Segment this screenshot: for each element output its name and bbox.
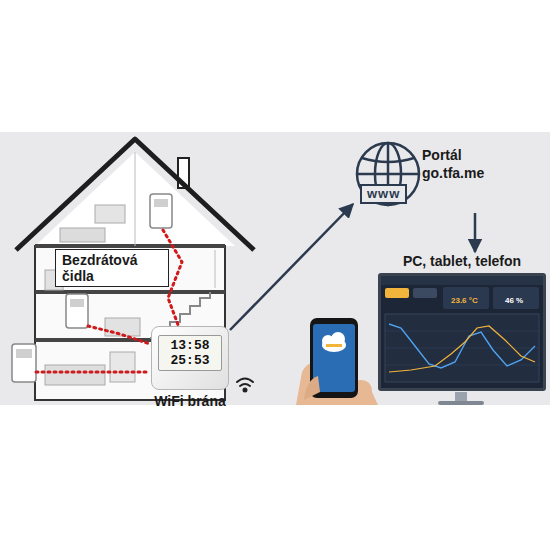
screen-value: 46 % xyxy=(505,296,523,306)
wifi-icon xyxy=(237,379,253,392)
background-band xyxy=(0,132,550,405)
www-box: www xyxy=(360,184,407,204)
lcd-display: 13:5825:53 xyxy=(158,335,222,371)
monitor-screen: 23.6 °C 46 % xyxy=(378,273,546,391)
portal-label: Portál go.tfa.me xyxy=(422,146,518,182)
phone xyxy=(296,318,378,405)
display-reading: 25:53 xyxy=(159,353,221,368)
screen-value: 23.6 °C xyxy=(451,296,478,306)
device-label: PC, tablet, telefon xyxy=(378,253,546,270)
gateway-label: WiFi brána xyxy=(146,393,234,410)
display-reading: 13:58 xyxy=(159,338,221,353)
monitor-stand xyxy=(438,392,484,405)
label-text: Bezdrátová čidla xyxy=(62,252,162,284)
house xyxy=(12,139,254,400)
gateway-cube: 13:5825:53 xyxy=(151,326,229,390)
chart-graphic xyxy=(381,276,543,388)
arrow-connector xyxy=(474,213,477,252)
arrow-connector xyxy=(230,204,353,330)
monitor-node: PC, tablet, telefon 23.6 °C 46 % xyxy=(378,253,546,391)
label-box: Bezdrátová čidla xyxy=(55,249,169,287)
portal-node: www Portál go.tfa.me xyxy=(352,140,530,212)
gateway-node: 13:5825:53WiFi brána xyxy=(146,326,234,410)
